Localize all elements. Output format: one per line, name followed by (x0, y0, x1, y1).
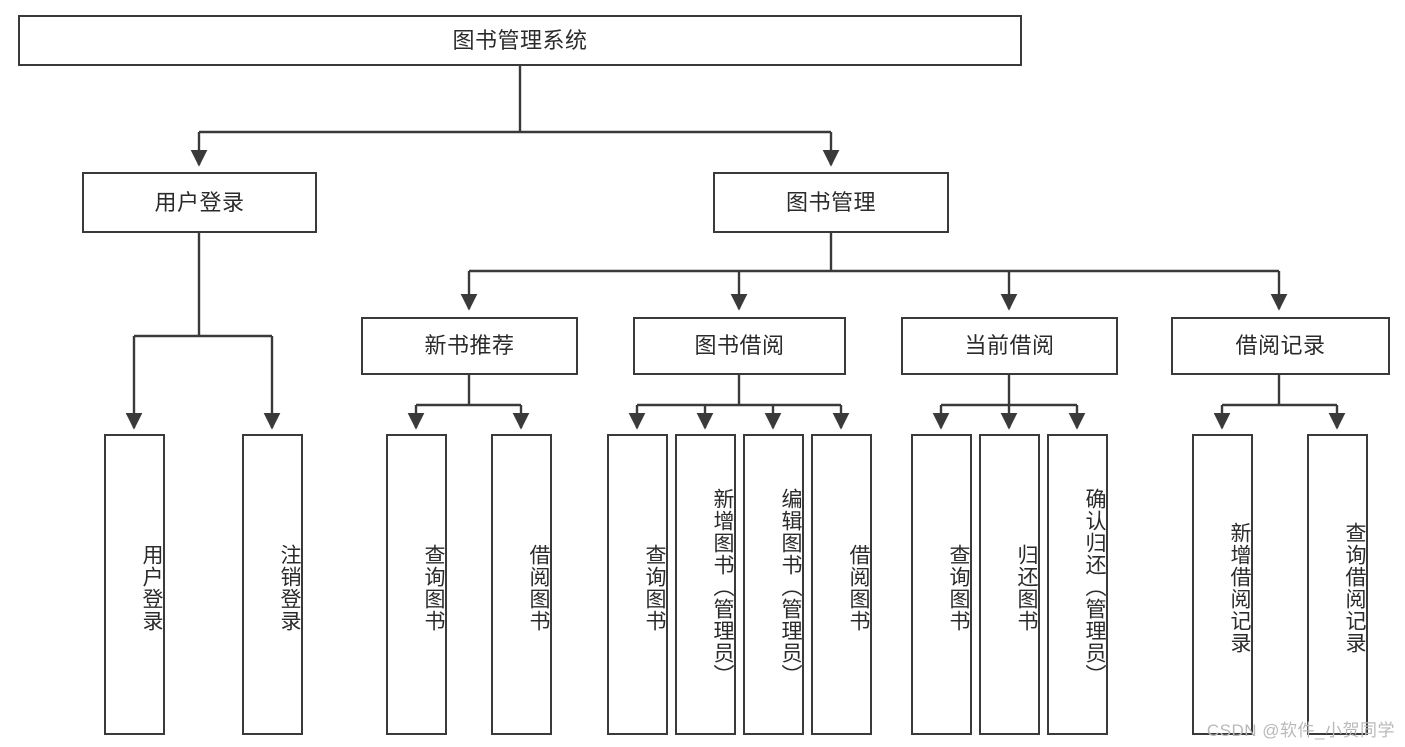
csdn-watermark: CSDN @软件_小贺同学 (1206, 721, 1395, 740)
node-user-login[interactable]: 用户登录 (82, 172, 317, 233)
leaf-book-borrow-add-admin[interactable]: 新增图书（管理员） (675, 434, 736, 735)
leaf-book-borrow-borrow[interactable]: 借阅图书 (811, 434, 872, 735)
leaf-current-borrow-confirm-admin[interactable]: 确认归还（管理员） (1047, 434, 1108, 735)
leaf-book-borrow-edit-admin[interactable]: 编辑图书（管理员） (743, 434, 804, 735)
node-book-management[interactable]: 图书管理 (713, 172, 949, 233)
leaf-current-borrow-query[interactable]: 查询图书 (911, 434, 972, 735)
node-book-borrow[interactable]: 图书借阅 (633, 317, 846, 375)
leaf-book-borrow-query[interactable]: 查询图书 (607, 434, 668, 735)
leaf-borrow-record-query[interactable]: 查询借阅记录 (1307, 434, 1368, 735)
leaf-new-book-borrow[interactable]: 借阅图书 (491, 434, 552, 735)
node-new-book-recommend[interactable]: 新书推荐 (361, 317, 578, 375)
node-root-system[interactable]: 图书管理系统 (18, 15, 1022, 66)
leaf-current-borrow-return[interactable]: 归还图书 (979, 434, 1040, 735)
node-borrow-record[interactable]: 借阅记录 (1171, 317, 1390, 375)
leaf-user-login-login[interactable]: 用户登录 (104, 434, 165, 735)
leaf-user-login-logout[interactable]: 注销登录 (242, 434, 303, 735)
leaf-borrow-record-add[interactable]: 新增借阅记录 (1192, 434, 1253, 735)
leaf-new-book-query[interactable]: 查询图书 (386, 434, 447, 735)
node-current-borrow[interactable]: 当前借阅 (901, 317, 1118, 375)
